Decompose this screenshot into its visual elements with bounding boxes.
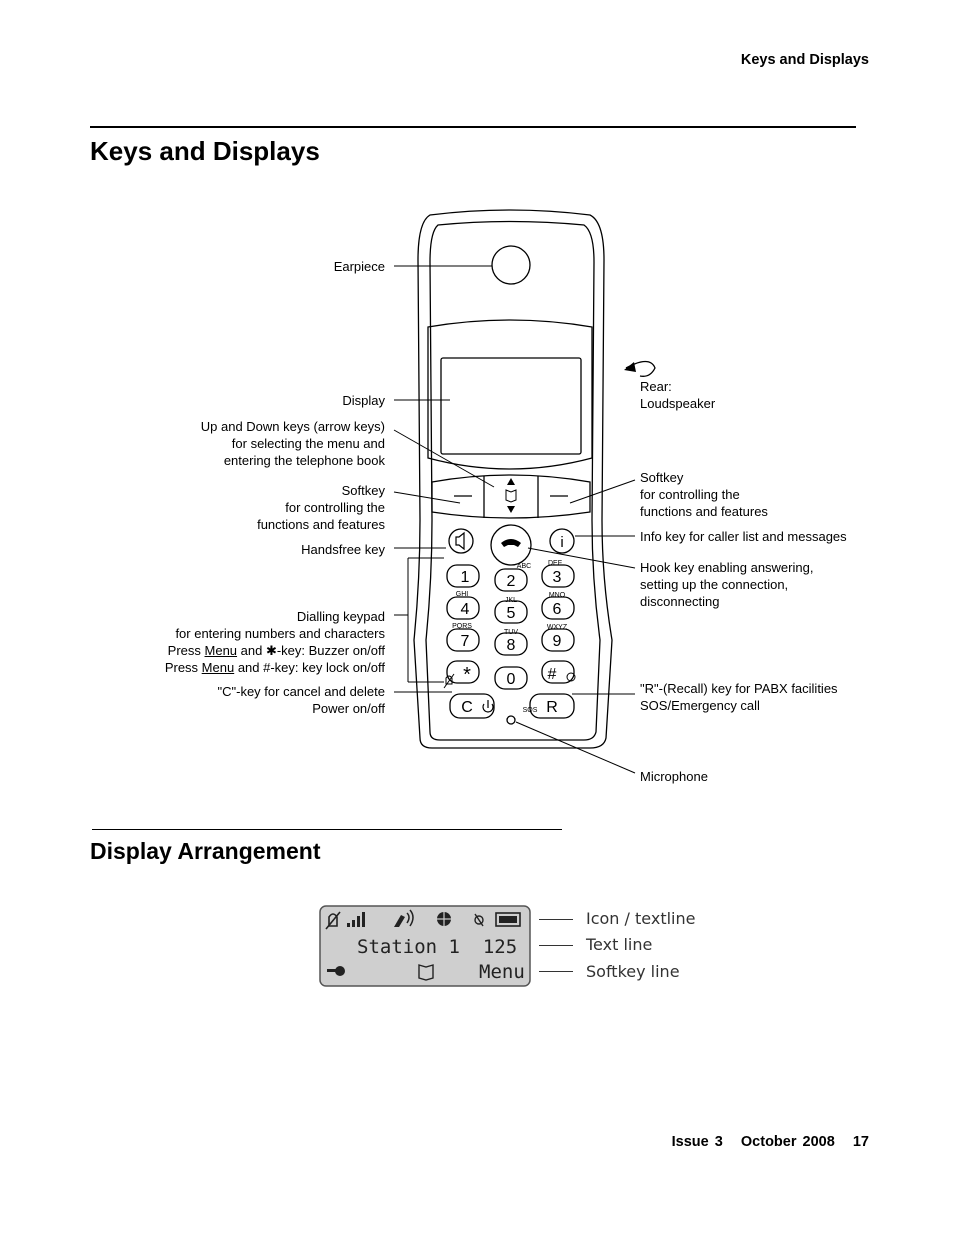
signal-strength-icon [347,912,365,927]
key-2: 2 [507,573,516,590]
label-updown-keys: Up and Down keys (arrow keys) for select… [200,419,385,468]
callout-line-1 [539,919,573,920]
display-frame [427,319,593,470]
label-softkey-left: Softkey for controlling the functions an… [257,483,385,532]
softkey-row [431,474,591,519]
letters-9: WXYZ [547,624,568,631]
subsection-rule [92,829,562,830]
key-9: 9 [553,633,562,650]
callout-icon-textline: Icon / textline [586,909,696,928]
letters-4: GHI [456,591,469,598]
callout-line-3 [539,971,573,972]
callout-softkey-line: Softkey line [586,962,680,981]
battery-icon [495,912,521,927]
leader-lines [393,265,636,774]
key-8: 8 [507,637,516,654]
label-earpiece: Earpiece [333,259,385,274]
r-key-label: R [546,699,558,716]
display-screen [440,357,582,455]
phone-body-outline [413,209,613,749]
up-arrow-icon [507,478,515,485]
label-microphone: Microphone [640,769,708,784]
phone-diagram: i 1 2 3 4 5 6 7 8 9 * 0 # C R ABC DEF GH… [393,209,656,774]
microphone [506,715,516,725]
info-key [549,528,575,554]
phone-body-inner [425,220,601,741]
lcd-text-line: Station 1 125 [357,936,517,958]
label-handsfree-key: Handsfree key [301,542,385,557]
section-title: Keys and Displays [90,136,320,166]
callout-line-2 [539,945,573,946]
handsfree-key [448,528,474,554]
key-star: * [463,664,471,686]
book-icon [505,489,517,503]
letters-5: JKL [505,597,517,604]
letters-7: PQRS [452,623,472,630]
hook-key [490,524,532,566]
page-footer: Issue 3 October 2008 17 [671,1134,869,1150]
ringer-off-icon [325,911,341,930]
label-rear-loudspeaker: Rear: Loudspeaker [640,379,716,411]
key-5: 5 [507,605,516,622]
subsection-title: Display Arrangement [90,838,321,864]
alarm-icon [474,913,484,927]
handset-icon [501,539,521,547]
section-rule [90,126,856,128]
power-icon [482,700,494,713]
bell-off-icon [443,673,455,689]
c-key-label: C [461,699,473,716]
lcd-display: Station 1 125 Menu [319,905,531,987]
key-hash: # [548,666,557,683]
letters-3: DEF [548,560,562,567]
letters-8: TUV [504,629,518,636]
running-head: Keys and Displays [740,52,869,68]
letters-2: ABC [517,563,531,570]
key-1: 1 [461,569,470,586]
label-display: Display [342,393,385,408]
speaker-icon [455,531,465,551]
sos-label: SOS [523,707,538,714]
book-icon [418,964,434,981]
earpiece [491,245,531,285]
info-key-label: i [560,534,563,551]
globe-icon [437,912,451,926]
label-info-key: Info key for caller list and messages [640,529,847,544]
key-7: 7 [461,633,470,650]
label-hook-key: Hook key enabling answering, setting up … [640,560,814,609]
key-4: 4 [461,601,470,618]
key-lock-icon [566,672,576,682]
number-keys [446,564,575,719]
key-0: 0 [507,671,516,688]
letters-6: MNO [549,592,566,599]
key-6: 6 [553,601,562,618]
callout-text-line: Text line [586,935,653,954]
label-r-key: "R"-(Recall) key for PABX facilities SOS… [640,681,838,713]
label-c-key: "C"-key for cancel and delete Power on/o… [217,684,386,716]
label-softkey-right: Softkey for controlling the functions an… [640,470,768,519]
label-dialling-keypad: Dialling keypad for entering numbers and… [164,609,385,675]
down-arrow-icon [507,506,515,513]
key-icon [327,966,345,976]
key-3: 3 [553,569,562,586]
call-icon [394,909,414,927]
lcd-softkey-right: Menu [479,961,525,983]
